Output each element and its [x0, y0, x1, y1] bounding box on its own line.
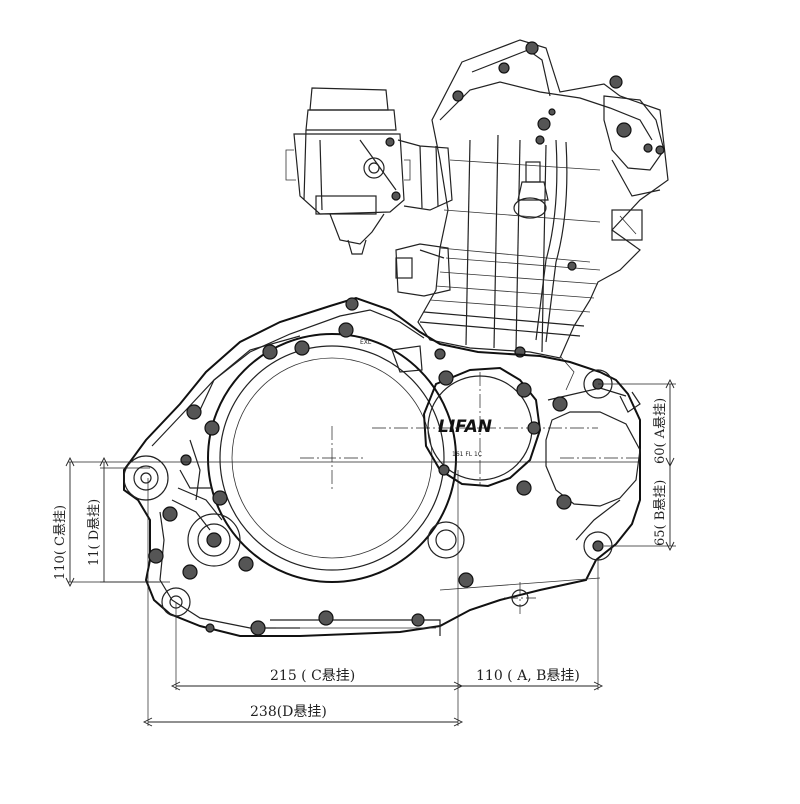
carburetor [285, 87, 453, 255]
dim-right-lower: 65( B悬挂) [653, 480, 668, 546]
cover-bolts [148, 297, 572, 636]
dim-left-outer: 110( C悬挂) [53, 505, 68, 580]
dimension-lines [65, 378, 676, 727]
dimension-labels: 215 ( C悬挂) 110 ( A, B悬挂) 238(D悬挂) 110( C… [53, 398, 668, 720]
clutch-cover [189, 333, 457, 583]
side-cover-text: EXL [360, 339, 372, 346]
dim-bottom-right: 110 ( A, B悬挂) [476, 668, 580, 684]
dim-left-inner: 11( D悬挂) [87, 499, 102, 566]
cover-small-text: 161 FL 1C [452, 451, 482, 458]
dim-bottom-long: 238(D悬挂) [250, 704, 327, 720]
brand-logo: LIFAN [438, 417, 492, 437]
crankcase [123, 296, 641, 637]
dim-right-upper: 60( A悬挂) [653, 398, 668, 464]
cylinder-head [395, 39, 669, 391]
dim-bottom-mid: 215 ( C悬挂) [270, 668, 355, 684]
